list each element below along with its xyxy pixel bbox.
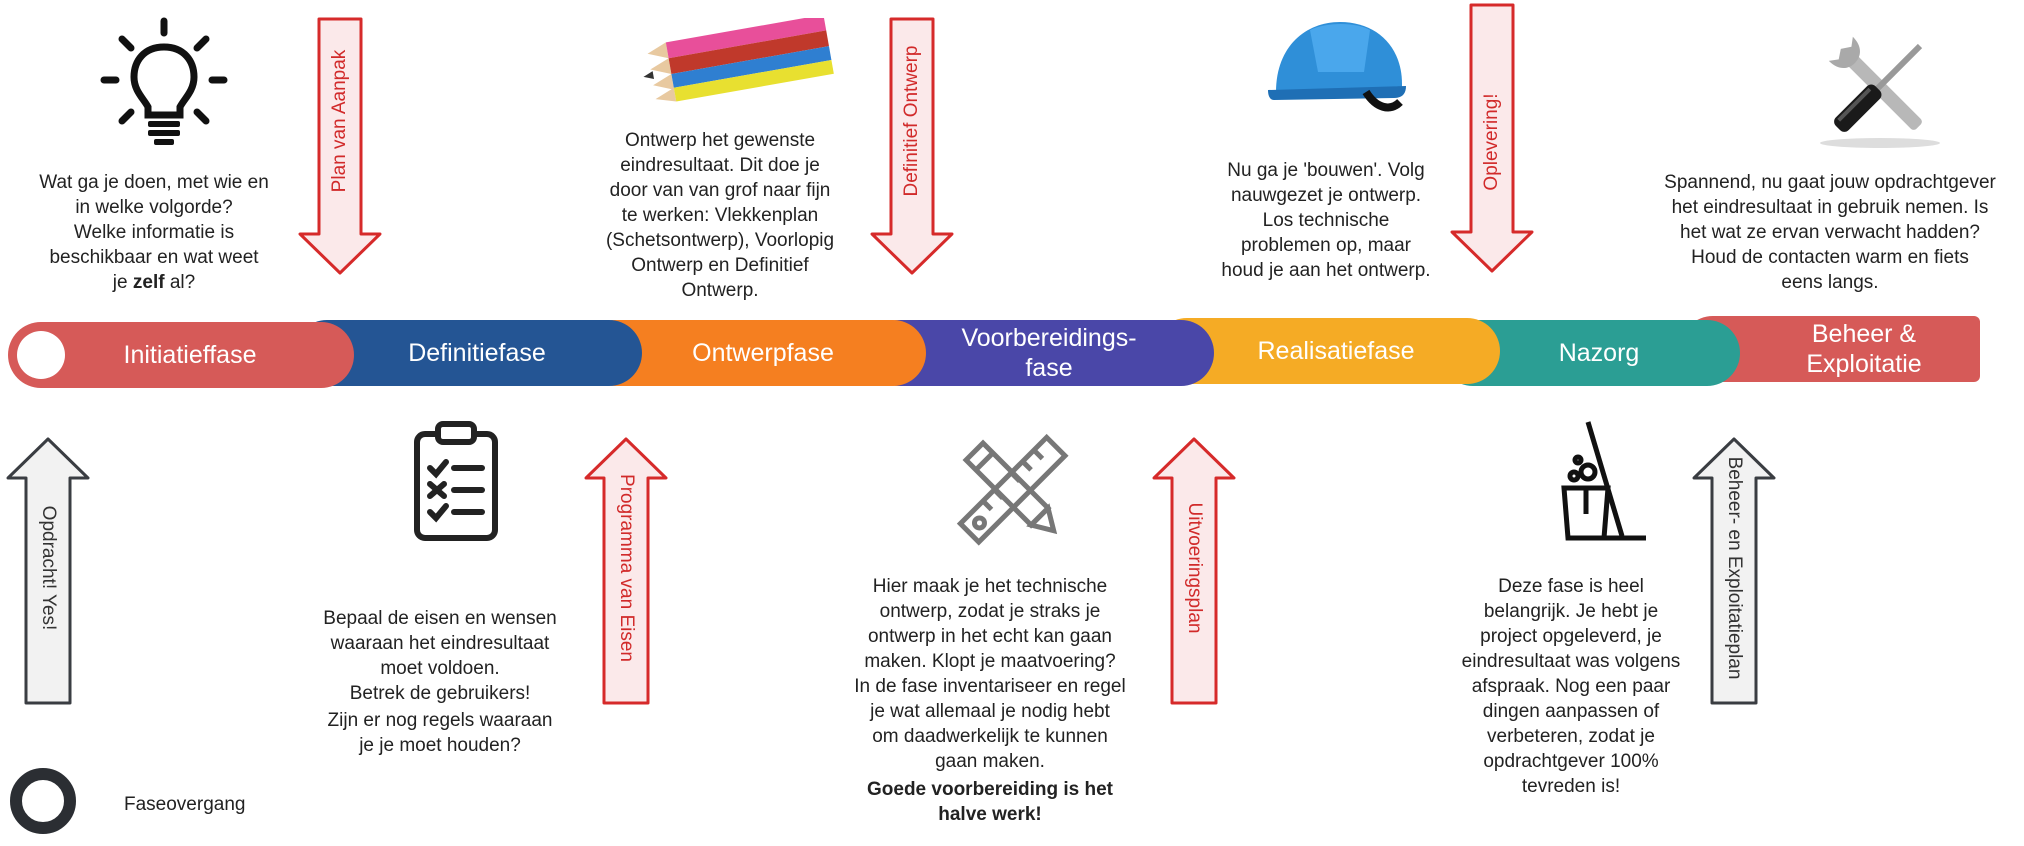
phase-label: Nazorg <box>1558 339 1640 367</box>
phase-label: Definitiefase <box>408 339 546 367</box>
arrow-programma-van-eisen <box>584 437 668 705</box>
phase-label: Beheer & Exploitatie <box>1806 320 1922 378</box>
description-realisatie: Nu ga je 'bouwen'. Volg nauwgezet je ont… <box>1221 160 1431 281</box>
phase-label: Voorbereidings- fase <box>961 324 1137 382</box>
arrow-beheer-exploitatieplan <box>1692 437 1776 705</box>
phase-label: Ontwerpfase <box>692 339 834 367</box>
description-beheer: Spannend, nu gaat jouw opdrachtgever het… <box>1664 172 1996 293</box>
description-ontwerp: Ontwerp het gewenste eindresultaat. Dit … <box>605 130 835 301</box>
hardhat-icon <box>1268 22 1406 112</box>
transition-label-opdracht-yes: Opdracht! Yes! <box>38 505 59 631</box>
tools-icon <box>1820 36 1940 148</box>
description-definitie: Bepaal de eisen en wensen waaraan het ei… <box>323 608 557 756</box>
transition-label-plan-van-aanpak: Plan van Aanpak <box>329 49 350 193</box>
arrow-opdracht-yes <box>6 437 90 705</box>
description-voorbereiding: Hier maak je het technische ontwerp, zod… <box>854 576 1126 825</box>
transition-label-programma-van-eisen: Programma van Eisen <box>616 474 637 662</box>
phase-label: Realisatiefase <box>1257 337 1415 365</box>
clipboard-icon <box>414 421 498 541</box>
cleaning-icon <box>1561 421 1646 541</box>
phase-label: Initiatieffase <box>123 341 257 369</box>
legend-label: Faseovergang <box>124 794 246 815</box>
phase-initiatieffase: Initiatieffase <box>8 322 354 388</box>
ruler-pencil-icon <box>956 433 1069 546</box>
description-nazorg: Deze fase is heel belangrijk. Je hebt je… <box>1461 576 1681 797</box>
arrow-definitief-ontwerp <box>870 17 954 275</box>
arrow-uitvoeringsplan <box>1152 437 1236 705</box>
legend-transition-ring <box>10 768 76 834</box>
lightbulb-icon <box>100 17 228 145</box>
transition-label-definitief-ontwerp: Definitief Ontwerp <box>901 45 922 197</box>
transition-label-beheer-exploitatieplan: Beheer- en Exploitatieplan <box>1724 456 1745 680</box>
transition-label-uitvoeringsplan: Uitvoeringsplan <box>1184 502 1205 634</box>
arrow-oplevering <box>1450 3 1534 273</box>
description-initiatie: Wat ga je doen, met wie en in welke volg… <box>39 172 269 293</box>
transition-label-oplevering: Oplevering! <box>1481 93 1502 191</box>
pencils-icon <box>643 18 834 102</box>
arrow-plan-van-aanpak <box>298 17 382 275</box>
